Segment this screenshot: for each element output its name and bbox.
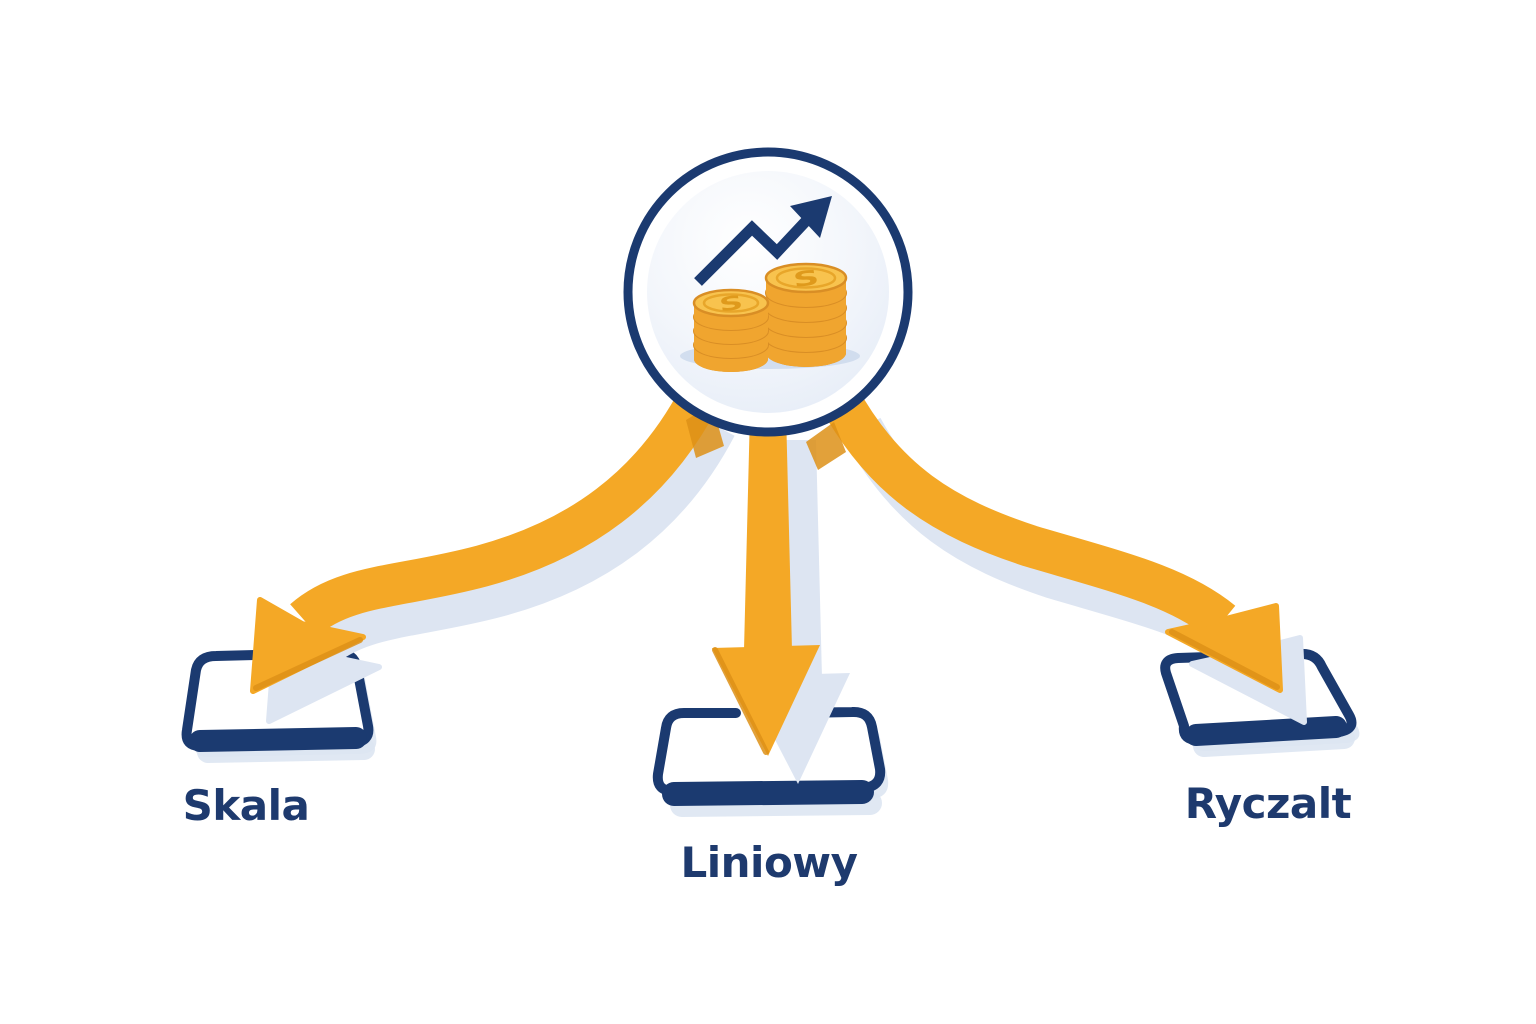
right-arrowhead-edge <box>1169 629 1280 690</box>
coin-symbol: S <box>718 291 745 316</box>
coin-stack-left: S <box>692 288 770 372</box>
liniowy-label: Liniowy <box>681 838 858 887</box>
coin-face-ring <box>775 267 837 289</box>
growth-arrow-head <box>790 196 832 238</box>
coin-symbol: S <box>792 265 821 292</box>
center-circle-icon: S S <box>623 147 913 437</box>
ryczalt-bar-shadow <box>1193 727 1355 757</box>
coin-stack-right: S <box>764 262 848 367</box>
skala-bar-shadow <box>197 738 375 763</box>
ryczalt-label: Ryczalt <box>1185 779 1352 828</box>
growth-arrow-icon <box>694 196 832 286</box>
right-arrow-fold-facet <box>806 422 846 470</box>
arrow-to-ryczalt <box>838 396 1280 690</box>
coin-stacks-icon: S S <box>680 262 860 372</box>
coin-face-ring <box>702 293 760 313</box>
skala-label: Skala <box>183 781 310 830</box>
left-arrowhead-edge <box>253 637 363 691</box>
growth-arrow-line <box>694 217 811 286</box>
ryczalt-box-bottom-bar <box>1185 716 1347 746</box>
liniowy-box-bottom-bar <box>662 780 874 806</box>
middle-arrowhead-edge <box>712 647 769 755</box>
skala-box-bottom-bar <box>189 727 367 752</box>
